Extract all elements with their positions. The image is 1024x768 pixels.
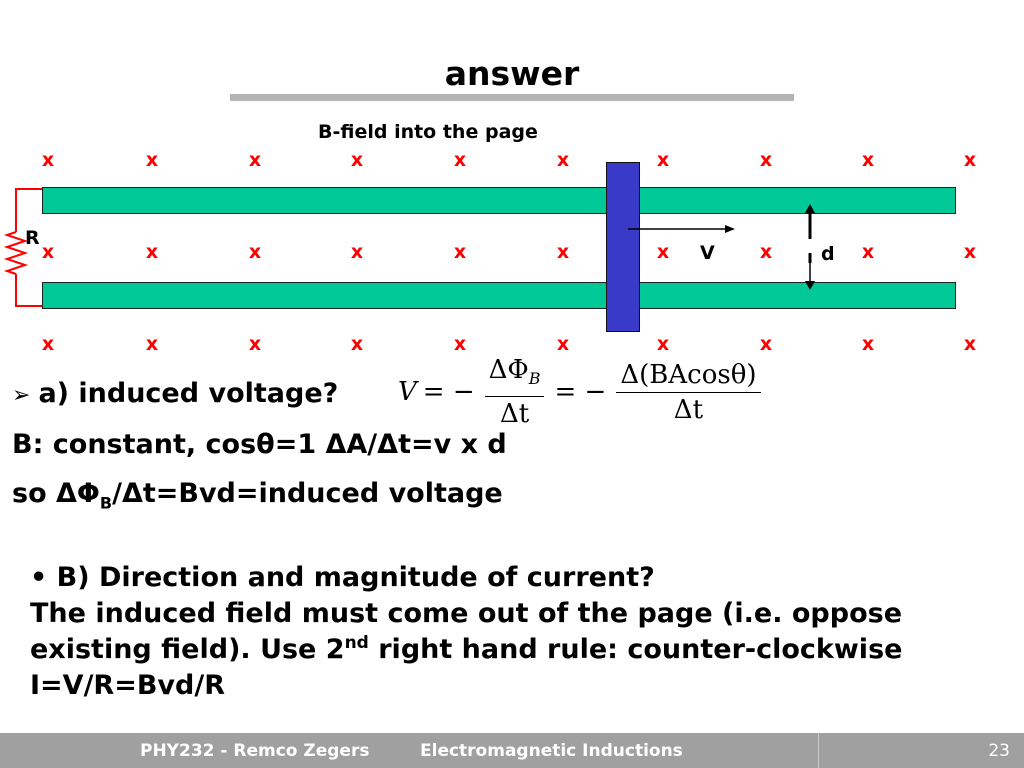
page-number: 23 [988, 741, 1010, 761]
induced-voltage-result: so ΔΦB/Δt=Bvd=induced voltage [12, 478, 503, 513]
question-a-label: a) induced voltage? [38, 378, 339, 409]
field-x-marker: x [759, 241, 773, 263]
flux-rate-denominator: Δt [499, 399, 530, 430]
field-x-marker: x [248, 333, 262, 355]
field-x-marker: x [861, 149, 875, 171]
field-x-marker: x [556, 241, 570, 263]
velocity-arrow-icon [628, 225, 735, 233]
field-x-marker: x [861, 333, 875, 355]
field-x-marker: x [41, 333, 55, 355]
answer-line-3: I=V/R=Bvd/R [30, 670, 225, 701]
formula-equals-minus: = − [554, 377, 607, 407]
footer-author: PHY232 - Remco Zegers [140, 741, 370, 761]
field-x-marker: x [350, 333, 364, 355]
field-x-marker: x [453, 333, 467, 355]
field-x-marker: x [145, 241, 159, 263]
bacos-rate-fraction: Δ(BAcosθ) Δt [616, 360, 761, 425]
footer-divider [818, 733, 819, 768]
field-x-marker: x [656, 149, 670, 171]
induced-voltage-formula: V = − ΔΦB Δt = − Δ(BAcosθ) Δt [398, 355, 765, 430]
circuit-wire [15, 188, 42, 232]
field-x-marker: x [350, 241, 364, 263]
field-x-marker: x [145, 333, 159, 355]
circuit-wire [15, 274, 42, 307]
b-constant-line: B: constant, cosθ=1 ΔA/Δt=v x d [12, 429, 507, 460]
field-x-marker: x [350, 149, 364, 171]
field-x-marker: x [453, 149, 467, 171]
field-x-marker: x [145, 149, 159, 171]
flux-rate-fraction: ΔΦB Δt [484, 355, 545, 430]
field-x-marker: x [759, 333, 773, 355]
resistor-label: R [25, 227, 40, 249]
top-rail [42, 187, 956, 214]
slide-title: answer [444, 54, 580, 93]
resistor-circuit [3, 188, 42, 307]
separation-label: d [821, 243, 835, 265]
arrow-bullet-icon: ➢ [12, 383, 31, 408]
field-x-marker: x [453, 241, 467, 263]
question-b: • B) Direction and magnitude of current?… [30, 560, 1010, 704]
field-x-marker: x [556, 149, 570, 171]
bottom-rail [42, 282, 956, 309]
field-x-marker: x [963, 333, 977, 355]
resistor-zigzag-icon [3, 231, 29, 275]
field-x-marker: x [656, 241, 670, 263]
field-x-marker: x [759, 149, 773, 171]
field-x-marker: x [41, 241, 55, 263]
question-a: ➢ a) induced voltage? [12, 377, 338, 413]
field-x-marker: x [248, 241, 262, 263]
separation-arrow-icon [805, 204, 815, 290]
field-x-marker: x [656, 333, 670, 355]
answer-line-1: The induced field must come out of the p… [30, 598, 903, 629]
footer-bar [0, 733, 1024, 768]
flux-rate-numerator: ΔΦB [484, 355, 545, 398]
bacos-rate-denominator: Δt [673, 394, 704, 425]
velocity-label: V [700, 242, 715, 264]
title-underline [230, 94, 794, 101]
bacos-rate-numerator: Δ(BAcosθ) [616, 360, 761, 393]
field-x-marker: x [556, 333, 570, 355]
answer-line-2: existing field). Use 2nd right hand rule… [30, 633, 903, 665]
field-x-marker: x [861, 241, 875, 263]
footer-topic: Electromagnetic Inductions [420, 741, 683, 761]
question-b-label: • B) Direction and magnitude of current? [30, 562, 655, 593]
formula-lhs: V [398, 377, 417, 407]
field-x-marker: x [248, 149, 262, 171]
field-x-marker: x [41, 149, 55, 171]
field-x-marker: x [963, 149, 977, 171]
field-x-marker: x [963, 241, 977, 263]
moving-bar [606, 162, 640, 332]
formula-equals-minus: = − [422, 377, 475, 407]
bfield-caption: B-field into the page [318, 121, 538, 143]
